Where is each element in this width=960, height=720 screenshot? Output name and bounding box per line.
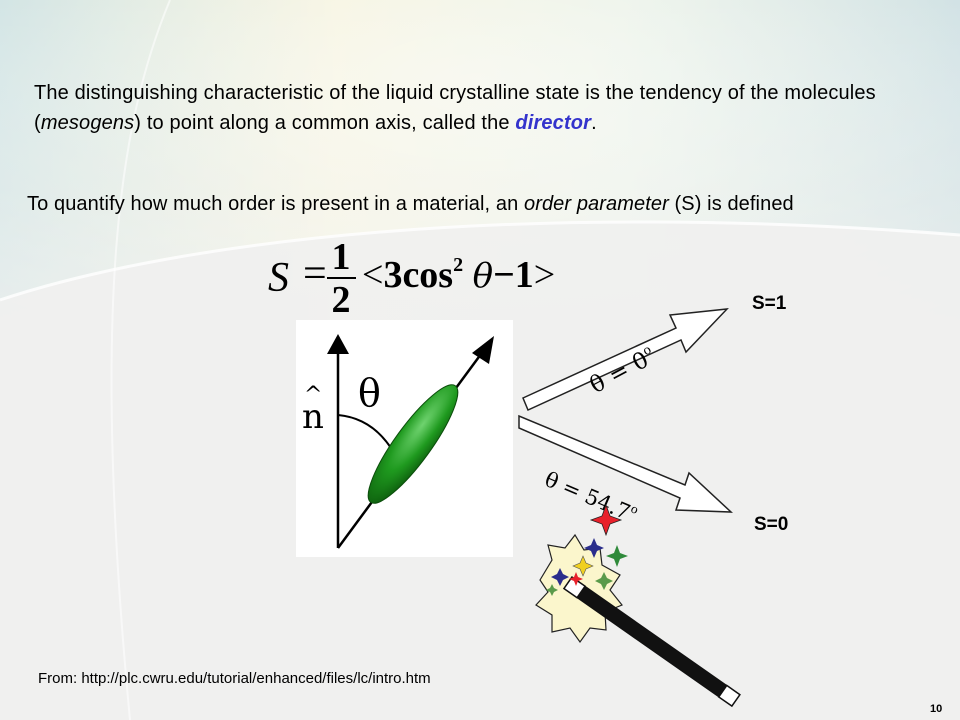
sparkle-red-icon (589, 503, 623, 537)
formula-theta: θ (472, 256, 494, 296)
angle-arc (337, 414, 392, 449)
sparkle-green-tiny-icon (546, 584, 558, 596)
sparkle-yellow-icon (572, 555, 594, 577)
intro-text-3: . (591, 112, 597, 134)
director-term: director (515, 112, 592, 134)
axis-label-hat: ^ (304, 383, 322, 408)
sparkle-blue-small-icon (551, 568, 569, 586)
source-citation: From: http://plc.cwru.edu/tutorial/enhan… (38, 670, 431, 687)
upper-arrow (522, 308, 729, 412)
formula-numerator: 1 (331, 236, 351, 278)
formula-cos: cos (402, 254, 454, 296)
formula-minus: − (493, 254, 515, 296)
formula-equals: = (303, 251, 327, 297)
angle-open: < (362, 254, 384, 296)
sparkle-red-small-icon (569, 572, 583, 586)
sparkle-blue-icon (584, 538, 604, 558)
order-parameter-paragraph: To quantify how much order is present in… (27, 189, 947, 219)
formula-average: <3cos2 θ−1> (362, 253, 555, 297)
mesogens-term: mesogens (40, 112, 135, 134)
order-parameter-term: order parameter (523, 193, 669, 215)
page-number: 10 (930, 703, 943, 715)
intro-text-2: ) to point along a common axis, called t… (134, 112, 516, 134)
formula-power: 2 (453, 254, 464, 276)
formula-lhs: S (268, 255, 289, 301)
fraction-bar (327, 277, 356, 279)
intro-text-1: The distinguishing characteristic of the… (34, 82, 876, 134)
angle-label-theta: θ (358, 371, 381, 415)
intro-paragraph: The distinguishing characteristic of the… (34, 78, 934, 138)
order-parameter-formula: S = 1 2 <3cos2 θ−1> (268, 236, 568, 321)
formula-coefficient: 3 (383, 254, 403, 296)
mesogen-diagram-svg: n ^ θ (302, 334, 494, 549)
formula-one: 1 (514, 254, 534, 296)
wand-stick (562, 576, 741, 708)
formula-denominator: 2 (331, 279, 351, 321)
mesogen-diagram: n ^ θ (296, 320, 513, 557)
sparkle-green-icon (606, 545, 628, 567)
sparkle-green-small-icon (595, 572, 613, 590)
molecule-arrowhead (472, 336, 494, 364)
angle-close: > (533, 254, 556, 296)
mesogen-ellipsoid (367, 384, 459, 504)
lower-arrow (518, 414, 733, 513)
director-arrowhead (327, 334, 349, 354)
result-s1-label: S=1 (752, 293, 787, 314)
order-text-2: (S) is defined (668, 193, 794, 215)
result-s0-label: S=0 (754, 514, 789, 535)
order-text-1: To quantify how much order is present in… (27, 193, 524, 215)
axis-label-n: n (302, 397, 324, 437)
